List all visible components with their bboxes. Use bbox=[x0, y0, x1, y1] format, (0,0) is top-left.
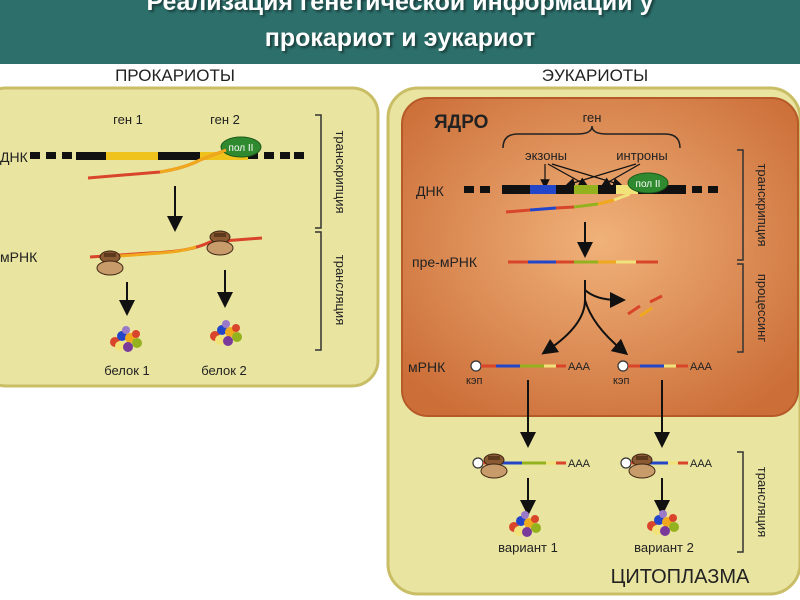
cap-label: кэп bbox=[466, 375, 483, 387]
ribosome-icon bbox=[96, 250, 124, 276]
introns-label: интроны bbox=[616, 148, 667, 163]
protein1-label: белок 1 bbox=[104, 363, 150, 378]
variant2-label: вариант 2 bbox=[634, 540, 694, 555]
gene-bracket bbox=[502, 125, 681, 149]
eukaryote-dna-strand bbox=[464, 185, 718, 194]
polya-label: ААА bbox=[568, 458, 591, 470]
mrna-variant-1 bbox=[470, 360, 566, 372]
title-bar: Реализация генетической информации у про… bbox=[0, 0, 800, 64]
eukaryotes-heading: ЭУКАРИОТЫ bbox=[542, 66, 648, 85]
prokaryote-dna-label: ДНК bbox=[0, 149, 29, 165]
mrna-label: мРНК bbox=[408, 359, 446, 375]
ribosome-icon bbox=[206, 230, 234, 256]
polya-label: ААА bbox=[690, 458, 713, 470]
eukaryote-dna-label: ДНК bbox=[416, 183, 445, 199]
svg-text:пол II: пол II bbox=[229, 143, 254, 154]
eukaryote-polymerase: пол II bbox=[627, 172, 669, 194]
prokaryote-polymerase: пол II bbox=[220, 136, 262, 158]
processing-arrows bbox=[541, 280, 629, 356]
cytoplasm-label: ЦИТОПЛАЗМА bbox=[611, 566, 750, 588]
gene1-label: ген 1 bbox=[113, 112, 143, 127]
nucleus-label: ЯДРО bbox=[434, 112, 488, 133]
nucleus-region bbox=[401, 97, 799, 417]
svg-text:пол II: пол II bbox=[636, 179, 661, 190]
cap-label: кэп bbox=[613, 375, 630, 387]
genetic-info-diagram: ПРОКАРИОТЫ ген 1 ген 2 ДНК пол II мРНК б… bbox=[0, 66, 800, 596]
protein2-label: белок 2 bbox=[201, 363, 247, 378]
nascent-pre-mrna bbox=[505, 192, 631, 214]
exons-label: экзоны bbox=[525, 148, 567, 163]
ribosome-icon bbox=[628, 453, 656, 479]
removed-introns bbox=[627, 294, 663, 318]
eukaryote-translation-label: трансляция bbox=[755, 467, 770, 537]
eukaryote-transcription-label: транскрипция bbox=[755, 163, 770, 246]
slide-title-line-2: прокариот и эукариот bbox=[264, 24, 536, 52]
prokaryote-mrna-label: мРНК bbox=[0, 249, 38, 265]
eukaryote-side-brackets bbox=[737, 149, 744, 553]
polya-label: ААА bbox=[568, 361, 591, 373]
prokaryote-transcription-label: транскрипция bbox=[333, 130, 348, 213]
ribosome-icon bbox=[480, 453, 508, 479]
mrna-variant-2 bbox=[617, 360, 688, 372]
gene2-label: ген 2 bbox=[210, 112, 240, 127]
polya-label: ААА bbox=[690, 361, 713, 373]
slide-title-line-1: Реализация генетической информации у bbox=[146, 0, 654, 16]
gene-label: ген bbox=[583, 110, 602, 125]
processing-label: процессинг bbox=[755, 274, 770, 342]
prokaryote-panel bbox=[0, 86, 380, 388]
variant1-label: вариант 1 bbox=[498, 540, 558, 555]
prokaryote-translation-label: трансляция bbox=[333, 255, 348, 325]
exon-intron-pointers bbox=[540, 163, 641, 189]
pre-mrna-label: пре-мРНК bbox=[412, 254, 478, 270]
prokaryote-side-brackets bbox=[315, 114, 322, 351]
prokaryotes-heading: ПРОКАРИОТЫ bbox=[115, 66, 235, 85]
